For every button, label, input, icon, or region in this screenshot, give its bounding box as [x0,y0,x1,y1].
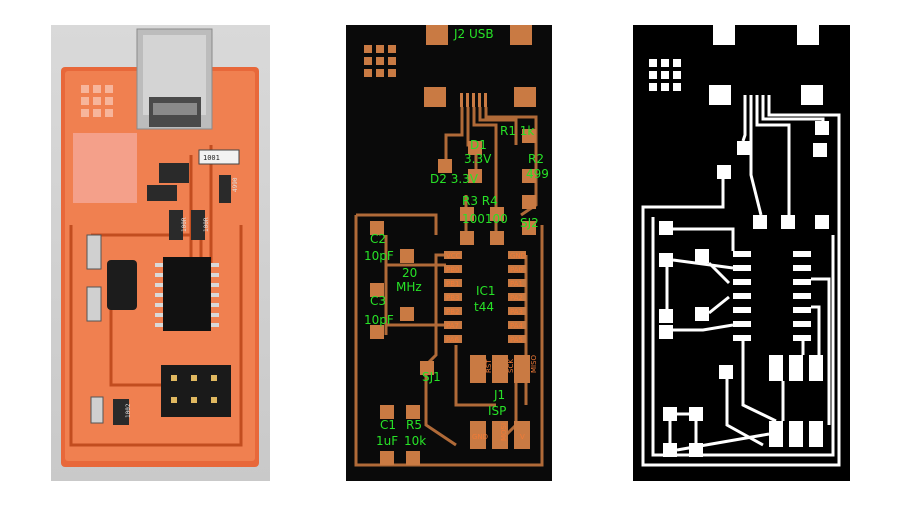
ic-pin-left-7: PA6 [446,336,460,344]
label-r3r4: R3 R4 [462,194,498,208]
isp-pin-4: GND [472,433,488,441]
label-d1-value: 3.3V [464,152,492,166]
ic-pin-right-4: PA2 [510,294,523,302]
photo-resistor-1: 1001 [203,154,220,162]
label-r2: R2 [528,152,544,166]
isp-pin-5: MOSI [500,423,508,441]
board-photo: 1001 4990 1002 100R 100R [51,25,270,481]
pcb-trace-mask [633,25,850,481]
label-r5: R5 [406,418,422,432]
label-c3-value: 10pF [364,313,394,327]
label-r1: R1 1k [500,124,534,138]
ic-pin-left-6: PA7 [446,322,459,330]
label-j1: J1 [493,388,505,402]
label-d2: D2 3.3V [430,172,479,186]
label-xtal: 20 [402,266,417,280]
ic-pin-right-5: PA3 [510,308,523,316]
isp-pin-6: V [520,433,525,441]
isp-pin-1: RST [485,359,493,373]
label-d1: D1 [470,138,487,152]
ic-pin-right-2: PA0 [510,266,523,274]
pcb-layout-diagram: VCC PB0 PB1 PB3 PB2 PA7 PA6 GND PA0 PA1 … [346,25,552,481]
label-c1: C1 [380,418,396,432]
label-r5-value: 10k [404,434,426,448]
isp-pin-3: MISO [530,354,538,373]
ic-pin-left-5: PB2 [446,308,459,316]
ic-pin-left-1: VCC [446,252,461,260]
ic-pin-left-2: PB0 [446,266,459,274]
photo-resistor-5: 1002 [125,403,132,418]
label-r3r4-value: 100100 [462,212,508,226]
ic-pin-left-3: PB1 [446,280,459,288]
label-ic1-value: t44 [474,300,494,314]
ic-pin-right-1: GND [510,252,526,260]
label-c1-value: 1uF [376,434,398,448]
label-c3: C3 [370,294,386,308]
isp-pin-2: SCK [507,359,515,373]
ic-pin-right-7: PA5 [510,336,523,344]
ic-pin-right-6: PA4 [510,322,524,330]
photo-resistor-3: 100R [181,217,188,232]
label-ic1: IC1 [476,284,496,298]
photo-resistor-4: 100R [203,217,210,232]
label-sj2: SJ2 [520,216,539,230]
ic-pin-left-4: PB3 [446,294,459,302]
label-sj1: SJ1 [422,370,441,384]
label-c2: C2 [370,232,386,246]
label-xtal-unit: MHz [396,280,422,294]
photo-resistor-2: 4990 [232,177,239,192]
ic-pin-right-3: PA1 [510,280,523,288]
label-j1-value: ISP [488,404,506,418]
label-c2-value: 10pF [364,249,394,263]
label-r2-value: 499 [526,167,549,181]
label-j2: J2 USB [453,27,494,41]
